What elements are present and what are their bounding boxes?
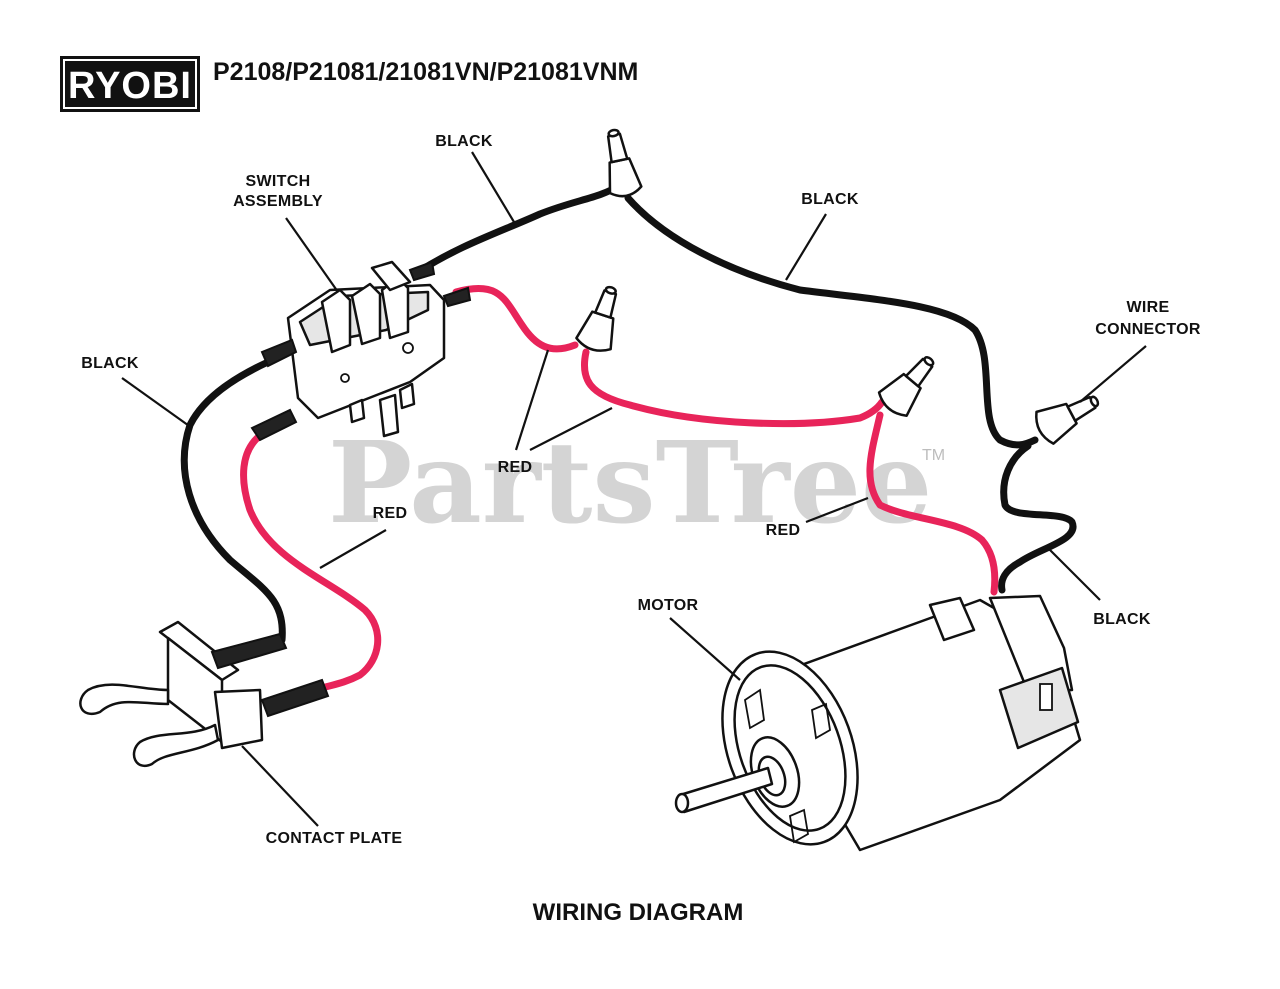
label-wire-connector-line1: WIRE [1127, 299, 1170, 316]
black-wire-top-connector-to-right-connector [624, 194, 1039, 449]
black-wire-switch-to-contact-plate [180, 358, 286, 644]
black-wire-switch-to-top-connector [414, 182, 622, 276]
wire-connector-center [575, 285, 618, 352]
label-black-top: BLACK [435, 133, 493, 150]
red-wire-right-connector-to-motor [866, 411, 999, 596]
switch-assembly [250, 260, 472, 442]
label-black-bottom: BLACK [1093, 611, 1151, 628]
contact-plate [79, 620, 330, 768]
black-wire-right-connector-to-motor [998, 442, 1077, 594]
diagram-caption: WIRING DIAGRAM [533, 899, 744, 926]
wire-connector-right-black [1035, 395, 1100, 445]
watermark-text: PartsTree [328, 418, 932, 549]
red-wire-center-to-right-connector [580, 348, 886, 428]
wire-connector-top [606, 128, 643, 198]
model-numbers: P2108/P21081/21081VN/P21081VNM [213, 58, 638, 86]
label-red-left: RED [373, 505, 408, 522]
red-wire-switch-to-contact-plate [240, 430, 382, 692]
watermark-trademark: TM [922, 447, 945, 464]
label-black-left: BLACK [81, 355, 139, 372]
ryobi-logo: RYOBI [60, 56, 200, 112]
label-black-right: BLACK [801, 191, 859, 208]
label-red-center: RED [498, 459, 533, 476]
motor [674, 594, 1082, 852]
label-motor: MOTOR [638, 597, 699, 614]
label-switch-assembly-line1: SWITCH [246, 173, 311, 190]
red-wire-switch-to-center-connector [452, 284, 579, 353]
leader-lines [121, 151, 1147, 827]
wire-connector-right-red [877, 356, 935, 417]
brand-name: RYOBI [68, 65, 192, 107]
label-switch-assembly-line2: ASSEMBLY [233, 193, 323, 210]
label-wire-connector-line2: CONNECTOR [1095, 321, 1201, 338]
label-red-right: RED [766, 522, 801, 539]
label-contact-plate: CONTACT PLATE [266, 830, 403, 847]
